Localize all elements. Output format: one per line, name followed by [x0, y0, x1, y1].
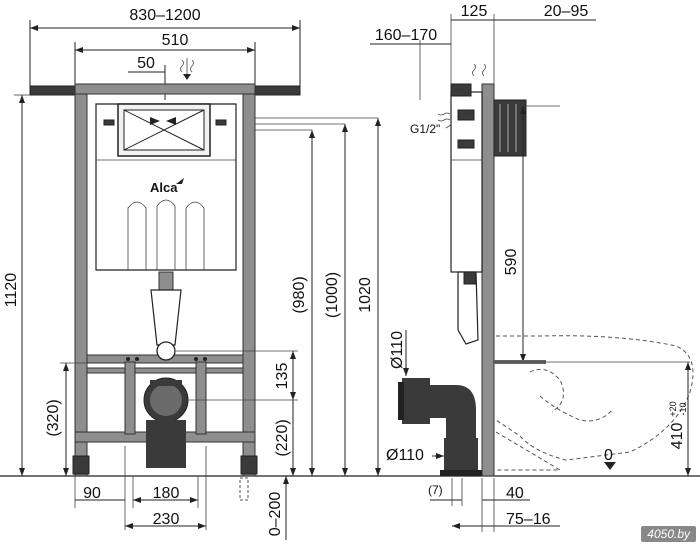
frame-right-post — [242, 83, 256, 477]
dim-40: 40 — [506, 485, 524, 502]
right-wall-anchor — [249, 85, 301, 96]
dim-d110-bottom: Ø110 — [386, 447, 424, 464]
dim-1000: (1000) — [324, 272, 341, 318]
dim-320: (320) — [45, 399, 62, 436]
side-view: 125 20–95 160–170 G1/2" — [370, 3, 694, 532]
dim-160-170: 160–170 — [375, 27, 437, 44]
dim-total-height: 1120 — [3, 273, 20, 308]
dim-20-95: 20–95 — [544, 3, 589, 20]
dim-0-200: 0–200 — [267, 492, 284, 537]
left-wall-anchor — [29, 85, 81, 96]
dim-125: 125 — [461, 3, 488, 20]
water-inlet-icon — [437, 63, 486, 122]
side-frame-post — [481, 83, 495, 477]
dim-7: (7) — [428, 483, 443, 497]
floor-zero-label: 0 — [604, 447, 613, 464]
dim-220: (220) — [274, 419, 291, 456]
toilet-bowl-outline — [495, 335, 694, 461]
frame-top-bar — [74, 83, 256, 95]
front-view: 830–1200 510 50 — [0, 7, 700, 540]
dim-230: 230 — [153, 511, 180, 528]
flush-pipe — [150, 289, 182, 346]
drain-right-post — [195, 361, 207, 435]
watermark: 4050.by — [641, 526, 696, 542]
drain-outlet — [143, 377, 189, 468]
dim-180: 180 — [153, 485, 180, 502]
dim-410-plus: +20 — [668, 401, 678, 416]
frame-left-post — [74, 83, 88, 477]
dim-90: 90 — [83, 485, 101, 502]
wall-bracket — [493, 99, 527, 157]
dim-410-minus: -10 — [678, 402, 688, 415]
drain-left-post — [124, 361, 136, 435]
dim-980: (980) — [291, 276, 308, 313]
dim-frame-width: 510 — [162, 32, 189, 49]
cistern-side — [450, 91, 483, 273]
dim-590: 590 — [503, 249, 520, 276]
dim-button-offset: 50 — [137, 55, 155, 72]
dim-75-16: 75–16 — [506, 511, 551, 528]
dim-1020: 1020 — [357, 277, 374, 313]
water-inlet-icon — [180, 58, 194, 80]
brand-logo: Alca — [150, 180, 178, 195]
dim-135: 135 — [274, 363, 291, 390]
dim-d110-top: Ø110 — [389, 331, 406, 369]
dim-width-range: 830–1200 — [129, 7, 200, 24]
drain-elbow-side — [398, 378, 482, 476]
dim-410: 410 — [669, 423, 686, 450]
floor-level-marker — [604, 462, 616, 470]
brand-bird-icon — [176, 178, 184, 184]
dim-g12: G1/2" — [410, 122, 440, 136]
